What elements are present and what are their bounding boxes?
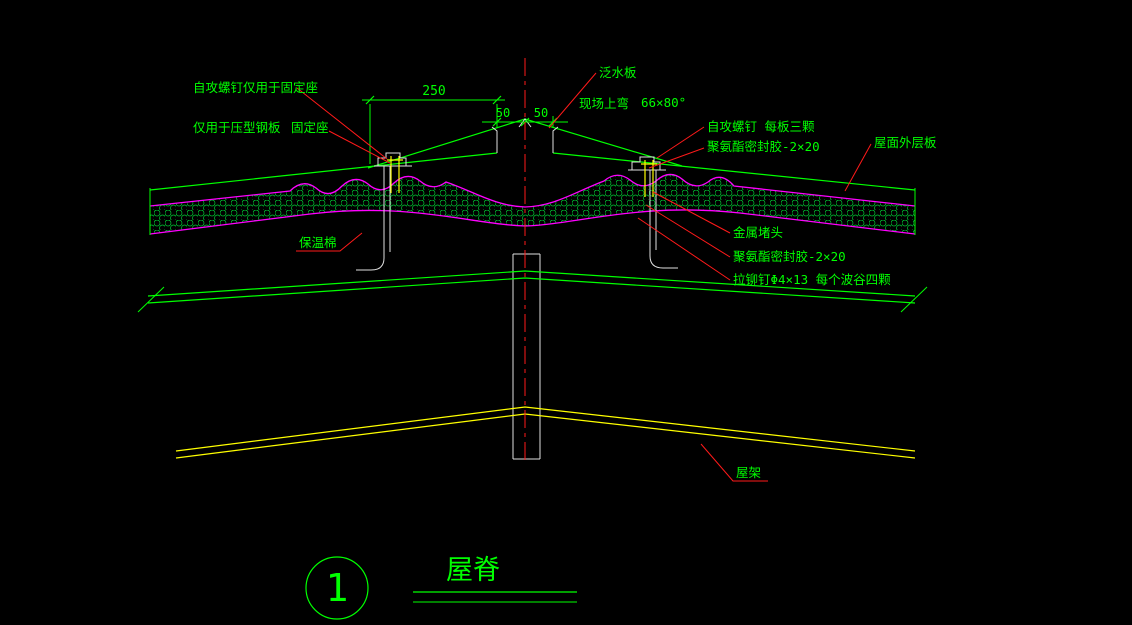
note-self-tapping-screw-seat: 自攻螺钉仅用于固定座: [193, 80, 318, 95]
dim-250: 250: [422, 84, 445, 99]
left-bracket: [356, 166, 391, 271]
leader-sealant-lower: [645, 204, 731, 258]
screws-left-icon: [387, 156, 403, 193]
break-mark-left: [137, 286, 165, 313]
dim-50-left: 50: [496, 106, 510, 120]
panel-bend-left: [491, 126, 498, 153]
insulation-hatch: [150, 174, 915, 234]
label-screws-per-sheet: 自攻螺钉 每板三颗: [707, 119, 815, 134]
roof-sheet-right: [552, 152, 916, 191]
bottom-chord-lower: [175, 413, 916, 459]
label-site-bend: 现场上弯: [579, 96, 629, 111]
label-bend-size: 66×80°: [641, 95, 686, 110]
left-clip: [374, 152, 412, 167]
bottom-chord-upper: [175, 406, 916, 452]
top-chord-upper: [147, 270, 916, 297]
detail-callout-circle: [305, 556, 369, 620]
label-fixing-seat: 固定座: [291, 120, 329, 135]
right-bracket: [649, 170, 678, 269]
insulation-top-edge: [149, 173, 916, 208]
label-insulation: 保温棉: [299, 235, 337, 250]
leader-flashing: [548, 72, 597, 129]
label-metal-plug: 金属堵头: [733, 225, 783, 240]
label-rivets: 拉铆钉Φ4×13 每个波谷四颗: [733, 272, 891, 287]
detail-title: 屋脊: [446, 555, 500, 586]
label-roof-truss: 屋架: [736, 465, 761, 480]
leader-insulation: [296, 232, 363, 252]
top-chord-lower: [147, 277, 916, 304]
ridge-post: [512, 253, 541, 460]
leader-sealant-upper: [648, 147, 705, 169]
leader-roof-outer-sheet: [844, 143, 872, 192]
leader-rivets: [637, 217, 731, 281]
right-clip: [628, 156, 666, 171]
detail-number: 1: [326, 566, 349, 610]
label-roof-outer-sheet: 屋面外层板: [874, 135, 937, 150]
dim-50-right: 50: [534, 106, 548, 120]
label-sealant-upper: 聚氨酯密封胶-2×20: [707, 139, 820, 154]
label-flashing-board: 泛水板: [599, 65, 637, 80]
leader-metal-plug: [652, 191, 731, 234]
break-mark-right: [900, 286, 928, 313]
ridge-peak-joint: [518, 118, 532, 128]
panel-bend-right: [552, 126, 559, 153]
leader-fixing-seat: [328, 130, 391, 164]
label-sealant-lower: 聚氨酯密封胶-2×20: [733, 249, 846, 264]
leader-roof-truss: [700, 443, 768, 482]
dim-ticks: [365, 95, 558, 127]
leader-screw-qty: [656, 126, 705, 159]
leader-screw-seat-note: [296, 87, 388, 160]
roof-sheet-left: [149, 152, 498, 191]
dim-ext-lines: [369, 104, 554, 164]
note-profiled-sheet-only: 仅用于压型钢板: [193, 120, 281, 135]
